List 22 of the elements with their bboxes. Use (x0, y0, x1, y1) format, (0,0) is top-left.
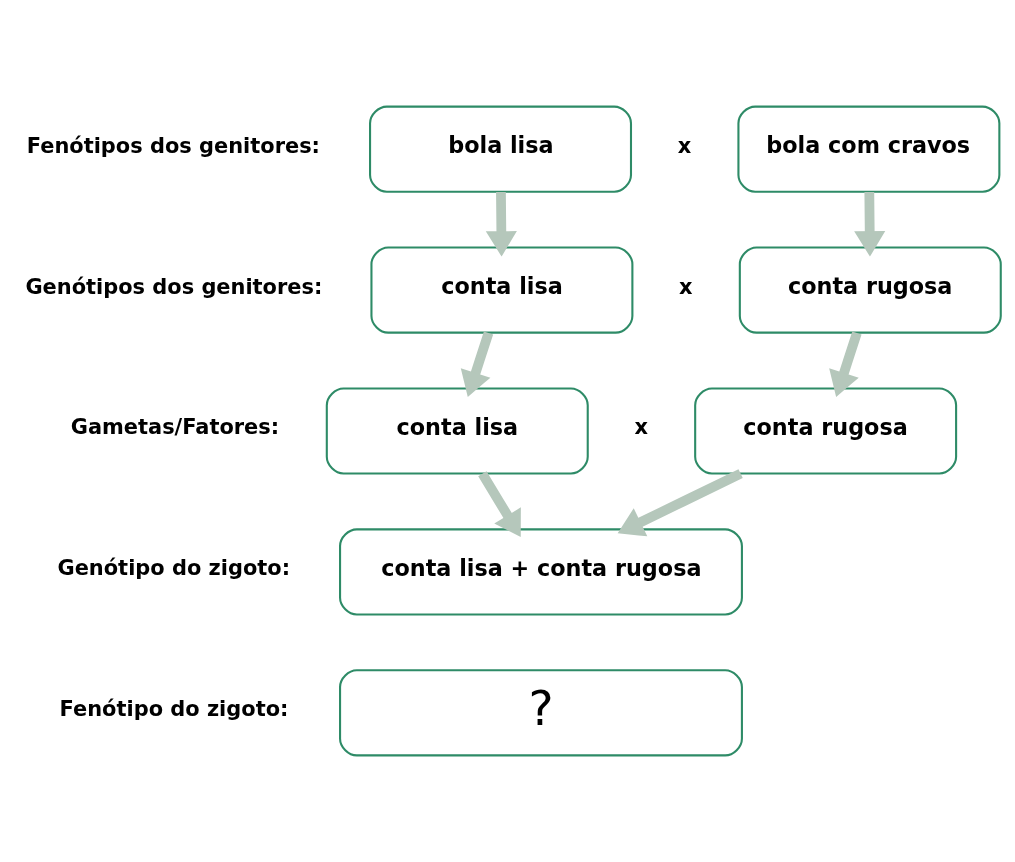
arrow (460, 331, 494, 398)
label: Gametas/Fatores: (70, 415, 280, 440)
node-box: conta rugosa (694, 387, 958, 475)
label: x (679, 274, 693, 299)
arrow (617, 469, 743, 537)
node-box: conta lisa + conta rugosa (339, 528, 743, 616)
node-box: conta lisa (325, 387, 589, 475)
arrow (485, 191, 517, 257)
node-box: conta rugosa (738, 246, 1002, 334)
label: Fenótipos dos genitores: (26, 133, 320, 158)
arrow (829, 331, 862, 398)
label: Genótipo do zigoto: (57, 556, 291, 581)
node-box: conta lisa (370, 246, 634, 334)
label: Genótipos dos genitores: (25, 274, 323, 299)
label: x (634, 415, 648, 440)
node-box: bola com cravos (737, 105, 1001, 193)
arrow (854, 191, 886, 257)
node-box: ? (339, 669, 743, 757)
arrow (478, 471, 521, 538)
label: Fenótipo do zigoto: (59, 697, 289, 722)
node-box: bola lisa (369, 105, 633, 193)
label: x (677, 133, 692, 158)
